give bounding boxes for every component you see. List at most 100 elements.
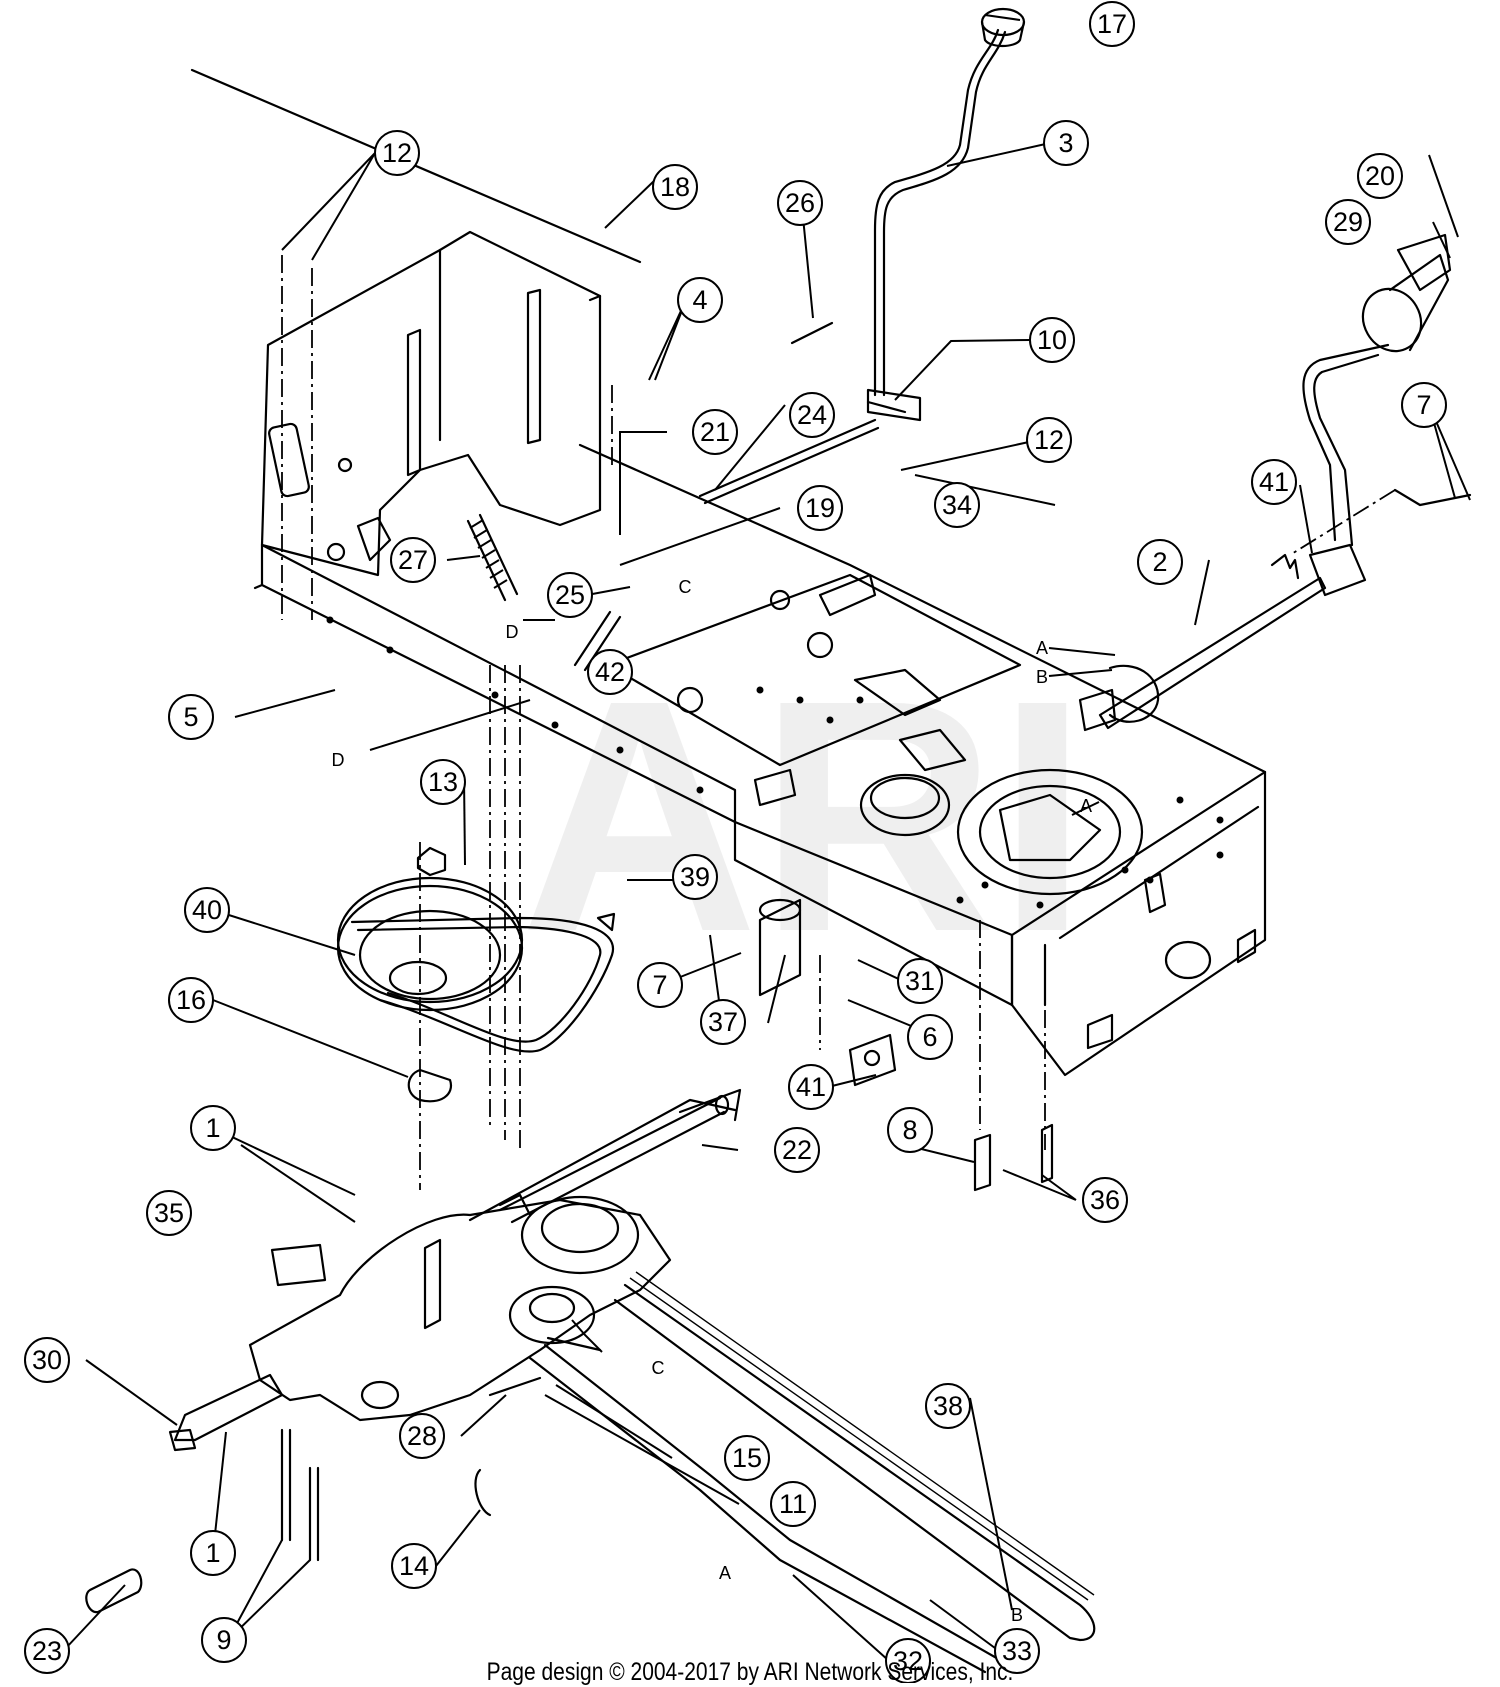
callout-29: 29 bbox=[1325, 199, 1371, 245]
callout-6: 6 bbox=[907, 1014, 953, 1060]
svg-text:38: 38 bbox=[933, 1391, 963, 1421]
callout-37: 37 bbox=[700, 999, 746, 1045]
svg-text:D: D bbox=[332, 750, 345, 770]
callout-26: 26 bbox=[777, 180, 823, 226]
svg-text:32: 32 bbox=[893, 1646, 923, 1676]
callout-27: 27 bbox=[390, 537, 436, 583]
svg-text:30: 30 bbox=[32, 1345, 62, 1375]
svg-text:16: 16 bbox=[176, 985, 206, 1015]
callout-32: 32 bbox=[885, 1638, 931, 1683]
svg-text:22: 22 bbox=[782, 1135, 812, 1165]
callout-4: 4 bbox=[677, 277, 723, 323]
callout-1: 1 bbox=[190, 1530, 236, 1576]
svg-text:39: 39 bbox=[680, 862, 710, 892]
callout-30: 30 bbox=[24, 1337, 70, 1383]
callout-31: 31 bbox=[897, 958, 943, 1004]
svg-text:41: 41 bbox=[1259, 467, 1289, 497]
svg-text:5: 5 bbox=[183, 702, 198, 732]
transaxle-assembly bbox=[168, 1088, 742, 1452]
callout-41: 41 bbox=[1251, 459, 1297, 505]
svg-text:4: 4 bbox=[692, 285, 707, 315]
svg-text:B: B bbox=[1036, 667, 1048, 687]
callout-7: 7 bbox=[637, 962, 683, 1008]
svg-text:9: 9 bbox=[216, 1625, 231, 1655]
brake-pedal-assembly bbox=[1078, 233, 1472, 732]
svg-text:26: 26 bbox=[785, 188, 815, 218]
svg-text:C: C bbox=[679, 577, 692, 597]
svg-text:3: 3 bbox=[1058, 128, 1073, 158]
callout-12: 12 bbox=[1026, 417, 1072, 463]
svg-text:29: 29 bbox=[1333, 207, 1363, 237]
callouts: 1 1 2 3 4 5 6 7 7 8 9 10 11 12 12 13 14 … bbox=[24, 1, 1447, 1683]
svg-text:41: 41 bbox=[796, 1072, 826, 1102]
svg-text:17: 17 bbox=[1097, 9, 1127, 39]
svg-text:14: 14 bbox=[399, 1551, 429, 1581]
frame-assembly bbox=[253, 230, 1267, 1077]
callout-3: 3 bbox=[1043, 120, 1089, 166]
svg-text:35: 35 bbox=[154, 1198, 184, 1228]
callout-25: 25 bbox=[547, 572, 593, 618]
svg-text:15: 15 bbox=[732, 1443, 762, 1473]
callout-18: 18 bbox=[652, 164, 698, 210]
callout-41: 41 bbox=[788, 1064, 834, 1110]
callout-42: 42 bbox=[587, 649, 633, 695]
callout-12: 12 bbox=[374, 130, 420, 176]
svg-text:12: 12 bbox=[1034, 425, 1064, 455]
callout-38: 38 bbox=[925, 1383, 971, 1429]
callout-22: 22 bbox=[774, 1127, 820, 1173]
reference-letters: A A A B B C C D D bbox=[332, 577, 1093, 1625]
svg-text:37: 37 bbox=[708, 1007, 738, 1037]
shift-lever-assembly bbox=[866, 7, 1026, 422]
svg-text:25: 25 bbox=[555, 580, 585, 610]
drive-belt bbox=[613, 1283, 1096, 1642]
callout-28: 28 bbox=[399, 1413, 445, 1459]
svg-text:23: 23 bbox=[32, 1636, 62, 1666]
callout-20: 20 bbox=[1357, 153, 1403, 199]
svg-text:7: 7 bbox=[652, 970, 667, 1000]
callout-40: 40 bbox=[184, 887, 230, 933]
callout-36: 36 bbox=[1082, 1177, 1128, 1223]
svg-text:7: 7 bbox=[1416, 390, 1431, 420]
callout-17: 17 bbox=[1089, 1, 1135, 47]
callout-2: 2 bbox=[1137, 539, 1183, 585]
svg-text:27: 27 bbox=[398, 545, 428, 575]
callout-8: 8 bbox=[887, 1107, 933, 1153]
svg-text:A: A bbox=[1080, 796, 1092, 816]
svg-text:2: 2 bbox=[1152, 547, 1167, 577]
callout-19: 19 bbox=[797, 485, 843, 531]
svg-text:24: 24 bbox=[797, 400, 827, 430]
callout-16: 16 bbox=[168, 977, 214, 1023]
svg-text:12: 12 bbox=[382, 138, 412, 168]
svg-text:21: 21 bbox=[700, 417, 730, 447]
callout-1: 1 bbox=[190, 1105, 236, 1151]
callout-5: 5 bbox=[168, 694, 214, 740]
svg-text:13: 13 bbox=[428, 767, 458, 797]
svg-text:33: 33 bbox=[1002, 1636, 1032, 1666]
svg-text:18: 18 bbox=[660, 172, 690, 202]
callout-21: 21 bbox=[692, 409, 738, 455]
callout-13: 13 bbox=[420, 759, 466, 805]
svg-text:42: 42 bbox=[595, 657, 625, 687]
callout-11: 11 bbox=[770, 1481, 816, 1527]
svg-text:28: 28 bbox=[407, 1421, 437, 1451]
svg-text:36: 36 bbox=[1090, 1185, 1120, 1215]
svg-text:D: D bbox=[506, 622, 519, 642]
svg-text:40: 40 bbox=[192, 895, 222, 925]
svg-text:6: 6 bbox=[922, 1022, 937, 1052]
svg-text:C: C bbox=[652, 1358, 665, 1378]
svg-text:34: 34 bbox=[942, 490, 972, 520]
callout-15: 15 bbox=[724, 1435, 770, 1481]
svg-text:20: 20 bbox=[1365, 161, 1395, 191]
svg-text:1: 1 bbox=[205, 1538, 220, 1568]
svg-text:10: 10 bbox=[1037, 325, 1067, 355]
svg-text:8: 8 bbox=[902, 1115, 917, 1145]
svg-text:1: 1 bbox=[205, 1113, 220, 1143]
callout-10: 10 bbox=[1029, 317, 1075, 363]
svg-text:B: B bbox=[1011, 1605, 1023, 1625]
footer-credit: Page design © 2004-2017 by ARI Network S… bbox=[486, 1658, 1014, 1686]
callout-33: 33 bbox=[994, 1628, 1040, 1674]
alignment-lines bbox=[281, 255, 1396, 1190]
svg-text:11: 11 bbox=[779, 1489, 807, 1519]
callout-7: 7 bbox=[1401, 382, 1447, 428]
